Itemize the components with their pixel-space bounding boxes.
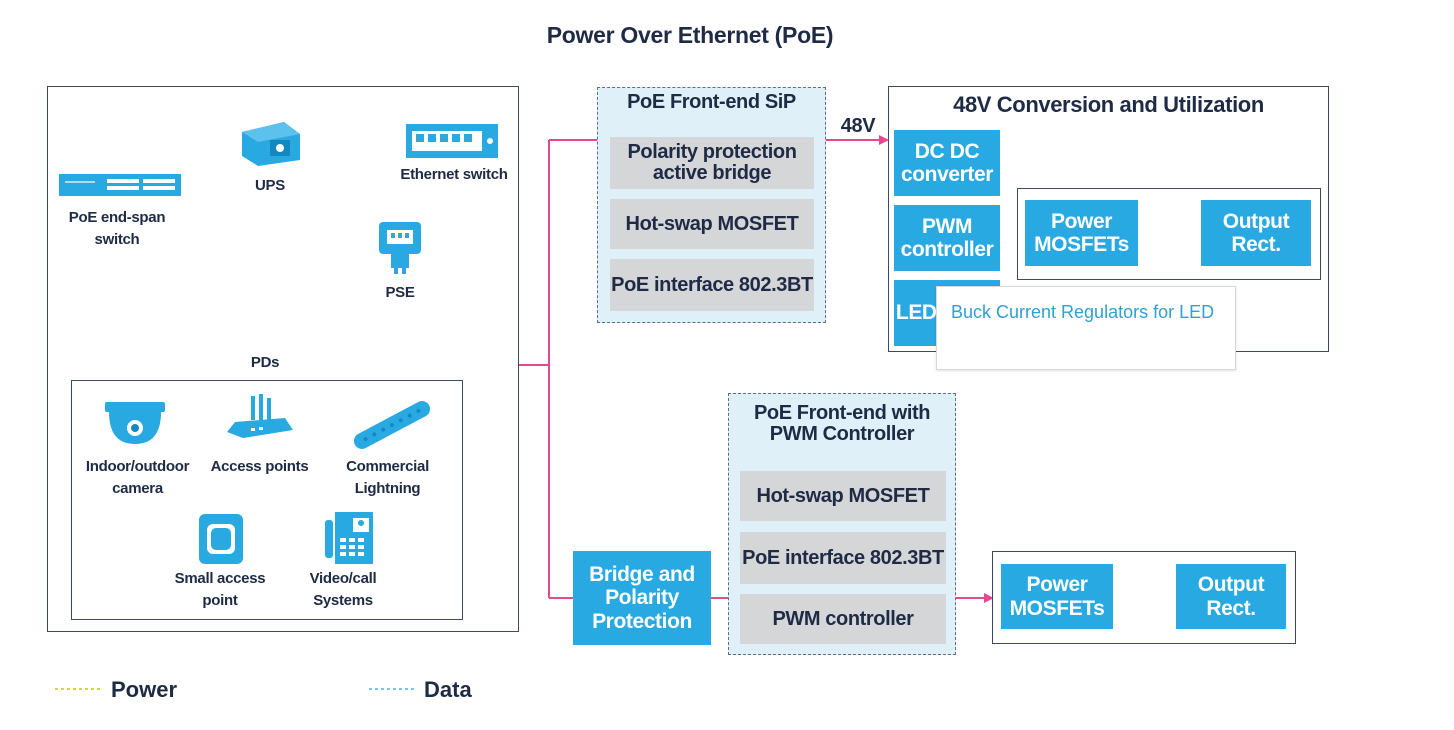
pwm-controller-gray-block: PWM controller — [740, 594, 946, 644]
legend-power-label: Power — [111, 677, 178, 702]
video-call-icon — [325, 512, 373, 564]
video-call-label: Video/call Systems — [309, 570, 377, 609]
pwm-poe-interface-block: PoE interface 802.3BT — [740, 532, 946, 584]
pwm-frontend-title: PoE Front-end with PWM Controller — [753, 402, 931, 445]
page-title: Power Over Ethernet (PoE) — [546, 22, 834, 48]
led-driver-tooltip: Buck Current Regulators for LED — [936, 286, 1236, 370]
camera-label: Indoor/outdoor camera — [85, 458, 190, 497]
upper-output-rect-block: Output Rect. — [1201, 200, 1311, 266]
pse-icon — [379, 222, 421, 274]
polarity-protection-block: Polarity protection active bridge — [610, 137, 814, 189]
poe-endspan-switch-label: PoE end-span switch — [68, 209, 166, 248]
pwm-controller-block: PWM controller — [894, 205, 1000, 271]
lighting-icon — [353, 401, 431, 449]
poe-switch-icon — [59, 174, 181, 196]
lower-output-rect-block: Output Rect. — [1176, 564, 1286, 629]
pse-label: PSE — [385, 284, 415, 301]
lower-power-mosfets-block: Power MOSFETs — [1001, 564, 1113, 629]
lighting-label: Commercial Lightning — [346, 458, 429, 497]
poe-interface-block: PoE interface 802.3BT — [610, 259, 814, 311]
upper-power-mosfets-block: Power MOSFETs — [1025, 200, 1138, 266]
ups-label: UPS — [255, 177, 285, 194]
legend-data-line — [369, 688, 417, 690]
legend-data-label: Data — [424, 677, 472, 702]
legend-power-line — [55, 688, 103, 690]
conversion-title: 48V Conversion and Utilization — [953, 92, 1264, 117]
pwm-hot-swap-mosfet-block: Hot-swap MOSFET — [740, 471, 946, 521]
ethernet-switch-label: Ethernet switch — [400, 166, 508, 183]
poe-frontend-sip-title: PoE Front-end SiP — [627, 91, 796, 113]
ups-icon — [242, 122, 300, 166]
voltage-label: 48V — [840, 115, 876, 137]
dc-dc-converter-block: DC DC converter — [894, 130, 1000, 196]
small-access-point-icon — [199, 514, 243, 564]
access-point-icon — [227, 394, 293, 438]
access-points-label: Access points — [210, 458, 309, 475]
hot-swap-mosfet-block: Hot-swap MOSFET — [610, 199, 814, 249]
ethernet-switch-icon — [406, 124, 498, 158]
camera-icon — [105, 402, 165, 444]
pds-label: PDs — [250, 354, 280, 371]
small-access-point-label: Small access point — [174, 570, 266, 609]
bridge-polarity-block: Bridge and Polarity Protection — [573, 551, 711, 645]
